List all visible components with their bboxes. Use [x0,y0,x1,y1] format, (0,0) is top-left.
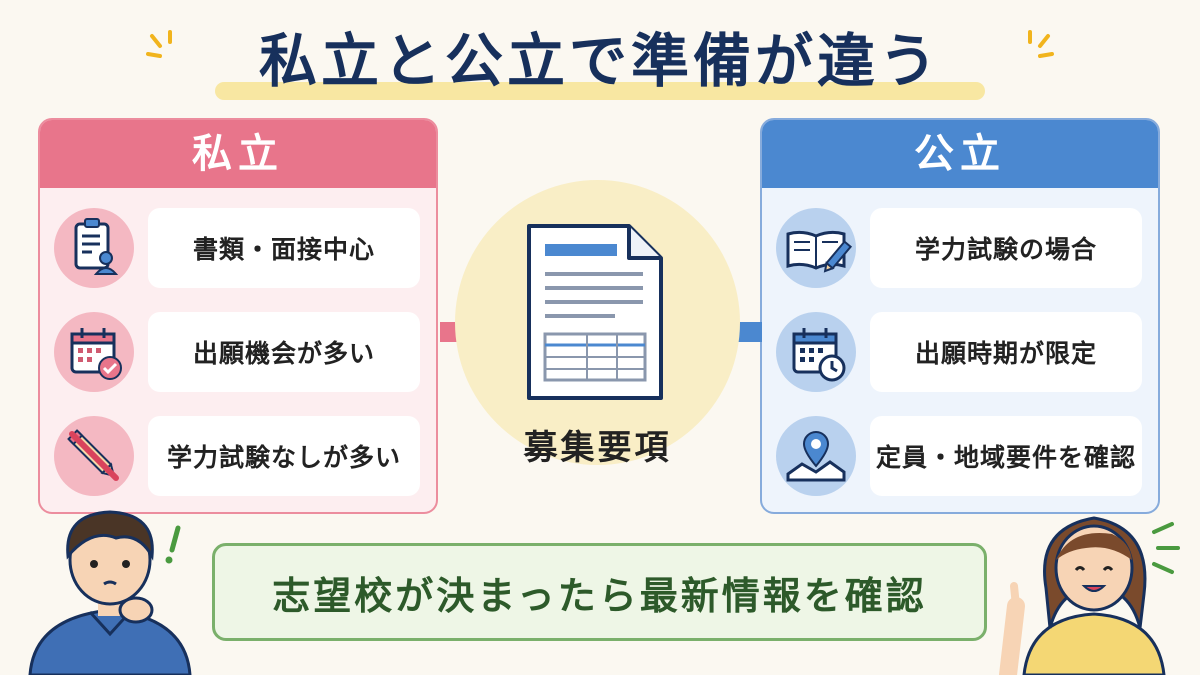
open-book-pencil-icon [776,208,856,288]
private-item-1: 書類・面接中心 [148,208,420,288]
right-sparkle-icon [1028,30,1054,58]
calendar-check-icon [54,312,134,392]
private-item-2: 出願機会が多い [148,312,420,392]
document-icon [527,224,663,400]
private-item-3-label: 学力試験なしが多い [166,443,401,472]
public-header: 公立 [762,120,1158,188]
title-wrap: 私立と公立で準備が違う [0,14,1200,98]
private-item-3: 学力試験なしが多い [148,416,420,496]
public-panel: 公立 学力試験の場合 [760,118,1160,514]
bottom-message-box: 志望校が決まったら最新情報を確認 [212,543,987,641]
calendar-clock-icon [776,312,856,392]
private-panel: 私立 書類・面接中心 出願機会が多い [38,118,438,514]
center-label: 募集要項 [523,428,672,468]
pointing-girl-illustration [999,516,1180,675]
private-item-2-label: 出願機会が多い [192,339,375,368]
public-item-3: 定員・地域要件を確認 [870,416,1142,496]
page-title: 私立と公立で準備が違う [258,27,941,95]
public-item-1-label: 学力試験の場合 [914,235,1097,264]
title-highlight [215,82,985,100]
map-pin-icon [776,416,856,496]
crossed-pencil-icon [54,416,134,496]
private-header: 私立 [40,120,436,188]
public-item-2-label: 出願時期が限定 [914,339,1097,368]
private-item-1-label: 書類・面接中心 [192,235,375,264]
public-item-3-label: 定員・地域要件を確認 [875,443,1136,472]
public-item-1: 学力試験の場合 [870,208,1142,288]
clipboard-person-icon [54,208,134,288]
thinking-boy-illustration [28,510,192,675]
public-item-2: 出願時期が限定 [870,312,1142,392]
bottom-message: 志望校が決まったら最新情報を確認 [272,573,927,618]
left-sparkle-icon [146,30,172,58]
